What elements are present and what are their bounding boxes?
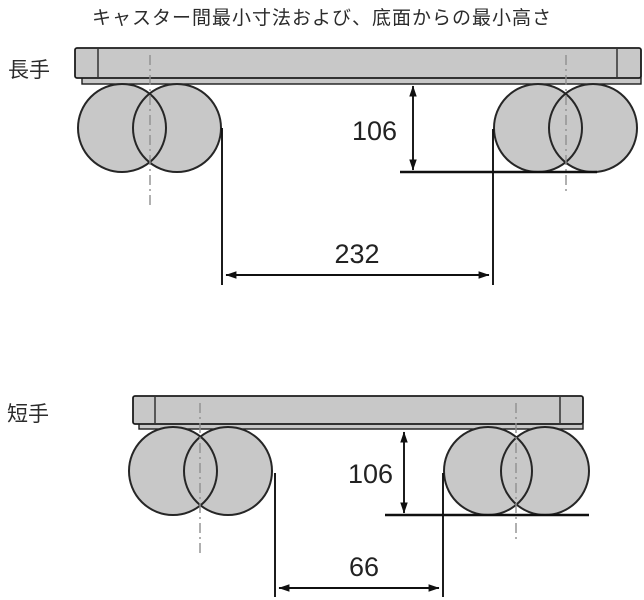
- span-dimension: 232: [225, 239, 490, 279]
- short-side-diagram: 短手: [7, 395, 590, 597]
- caster-wheel-outline: [128, 426, 218, 516]
- board-body: [74, 47, 642, 79]
- span-dimension-value: 66: [349, 552, 379, 582]
- short-side-right-caster: [443, 426, 590, 516]
- span-dimension: 66: [278, 552, 440, 592]
- long-side-board: [74, 47, 642, 85]
- height-dimension: 106: [352, 85, 417, 171]
- height-dimension: 106: [348, 431, 408, 514]
- figure-title: キャスター間最小寸法および、底面からの最小高さ: [91, 8, 552, 29]
- caster-wheel-outline: [77, 83, 167, 173]
- short-side-board: [132, 395, 584, 430]
- short-side-left-caster: [128, 426, 273, 516]
- span-dimension-value: 232: [334, 239, 379, 269]
- short-side-label: 短手: [7, 403, 49, 426]
- caster-wheel-outline: [183, 426, 273, 516]
- caster-wheel-fill: [501, 427, 589, 515]
- long-side-left-caster: [77, 83, 222, 173]
- caster-wheel-fill: [133, 84, 221, 172]
- long-side-diagram: 長手: [8, 47, 642, 285]
- height-dimension-value: 106: [348, 459, 393, 489]
- caster-wheel-outline: [132, 83, 222, 173]
- board-body: [132, 395, 584, 425]
- height-dimension-value: 106: [352, 116, 397, 146]
- long-side-label: 長手: [8, 59, 50, 82]
- caster-wheel-fill: [549, 84, 637, 172]
- caster-wheel-fill: [184, 427, 272, 515]
- long-side-right-caster: [493, 83, 638, 173]
